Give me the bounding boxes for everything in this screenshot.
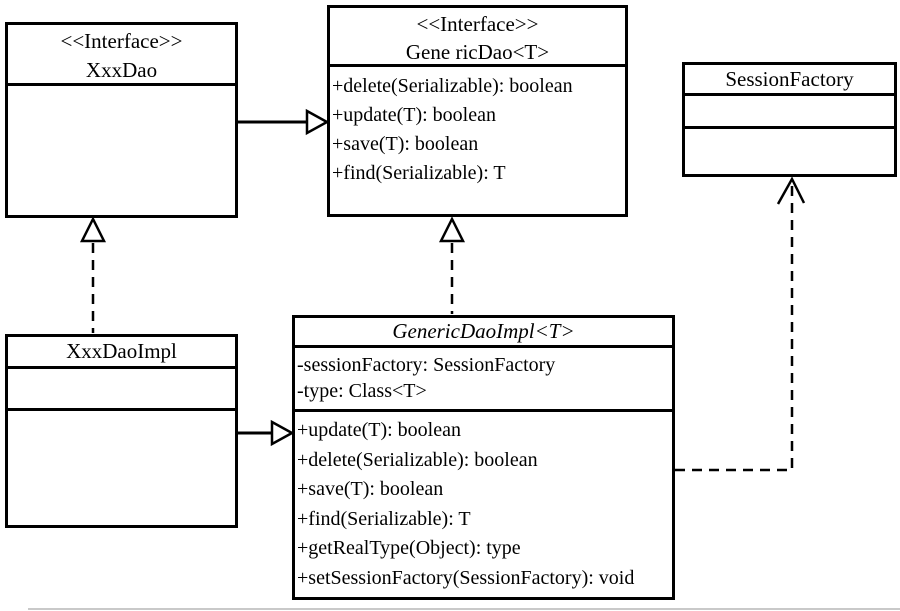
method-item: +find(Serializable): T — [297, 507, 471, 530]
methods-compartment: +update(T): boolean +delete(Serializable)… — [295, 412, 672, 597]
hollow-triangle-arrowhead — [79, 216, 107, 243]
class-title-compartment: <<Interface>> XxxDao — [8, 25, 235, 86]
dependency-arrow-genericdaoimpl-to-sessionfactory — [675, 176, 806, 472]
method-item: +getRealType(Object): type — [297, 537, 521, 559]
realization-arrow-xxxdaoimpl-to-xxxdao — [79, 216, 107, 333]
class-name: GenericDaoImpl<T> — [392, 319, 575, 343]
stereotype-label: <<Interface>> — [60, 29, 183, 53]
methods-compartment-empty — [8, 411, 235, 525]
class-name: SessionFactory — [725, 67, 854, 91]
class-name: XxxDaoImpl — [66, 339, 177, 363]
class-box-genericdao: <<Interface>> Gene ricDao<T> +delete(Ser… — [327, 5, 628, 217]
realization-arrow-genericdaoimpl-to-genericdao — [438, 216, 466, 314]
attribute-item: -type: Class<T> — [297, 380, 427, 402]
method-item: +update(T): boolean — [332, 104, 496, 126]
attributes-compartment-empty — [8, 369, 235, 411]
open-arrowhead — [776, 176, 806, 205]
class-title-compartment: GenericDaoImpl<T> — [295, 318, 672, 348]
methods-compartment: +delete(Serializable): boolean +update(T)… — [330, 67, 625, 214]
class-title-compartment: SessionFactory — [685, 65, 894, 96]
method-item: +update(T): boolean — [297, 419, 461, 441]
class-name: XxxDao — [85, 58, 158, 82]
class-box-xxxdaoimpl: XxxDaoImpl — [5, 334, 238, 528]
method-item: +delete(Serializable): boolean — [332, 75, 573, 97]
method-item: +find(Serializable): T — [332, 162, 506, 184]
generalization-arrow-xxxdaoimpl-to-genericdaoimpl — [238, 419, 295, 447]
hollow-triangle-arrowhead — [438, 216, 466, 243]
class-box-sessionfactory: SessionFactory — [682, 62, 897, 177]
attributes-compartment-empty — [685, 96, 894, 129]
class-name: Gene ricDao<T> — [405, 40, 550, 64]
figure-border-line — [28, 608, 900, 610]
class-title-compartment: XxxDaoImpl — [8, 337, 235, 369]
members-compartment-empty — [8, 86, 235, 215]
class-box-genericdaoimpl: GenericDaoImpl<T> -sessionFactory: Sessi… — [292, 315, 675, 600]
stereotype-label: <<Interface>> — [416, 12, 539, 36]
hollow-triangle-arrowhead — [305, 108, 330, 136]
attributes-compartment: -sessionFactory: SessionFactory -type: Cl… — [295, 348, 672, 412]
method-item: +delete(Serializable): boolean — [297, 448, 538, 471]
methods-compartment-empty — [685, 129, 894, 174]
method-item: +save(T): boolean — [297, 478, 444, 500]
method-item: +setSessionFactory(SessionFactory): void — [297, 566, 635, 589]
hollow-triangle-arrowhead — [270, 419, 295, 447]
class-title-compartment: <<Interface>> Gene ricDao<T> — [330, 8, 625, 67]
generalization-arrow-xxxdao-to-genericdao — [238, 108, 330, 136]
attribute-item: -sessionFactory: SessionFactory — [297, 354, 556, 376]
class-box-xxxdao: <<Interface>> XxxDao — [5, 22, 238, 218]
dependency-dashed-line — [675, 184, 794, 472]
method-item: +save(T): boolean — [332, 133, 479, 155]
